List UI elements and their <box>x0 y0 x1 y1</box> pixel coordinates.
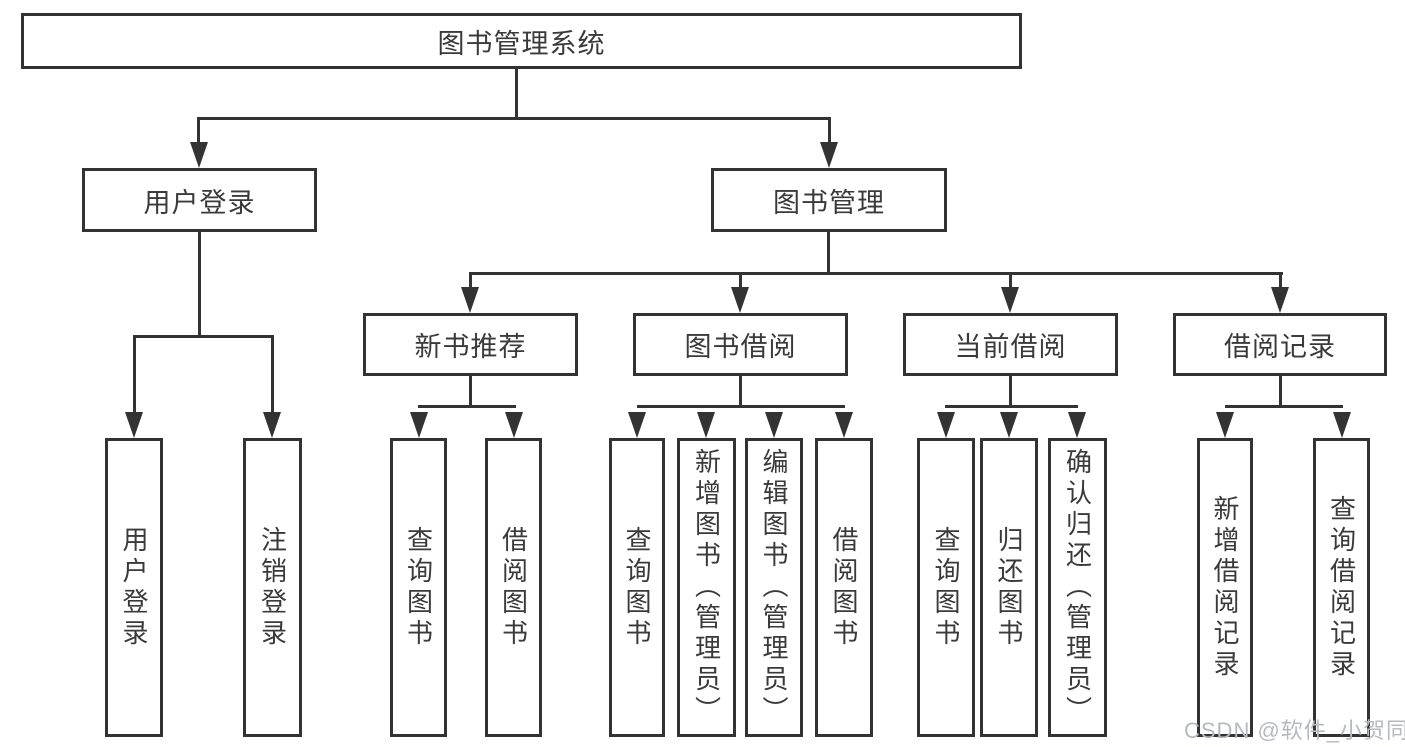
leaf-add-borrow-record-label: 新增借阅记录 <box>1210 494 1240 681</box>
leaf-add-borrow-record: 新增借阅记录 <box>1197 438 1253 737</box>
leaf-add-book-admin: 新增图书（管理员） <box>677 438 736 737</box>
connector-line <box>828 120 831 144</box>
node-user-login: 用户登录 <box>82 168 317 232</box>
arrowhead-down-icon <box>765 412 783 438</box>
node-current-borrowing-label: 当前借阅 <box>954 332 1067 362</box>
leaf-query-books-recommend-label: 查询图书 <box>403 525 434 650</box>
arrowhead-down-icon <box>505 412 523 438</box>
leaf-query-books-borrowing: 查询图书 <box>609 438 665 737</box>
node-book-borrowing: 图书借阅 <box>633 313 848 376</box>
arrowhead-down-icon <box>125 412 143 438</box>
connector-line <box>469 275 472 287</box>
node-borrowing-records-label: 借阅记录 <box>1224 332 1336 362</box>
node-borrowing-records: 借阅记录 <box>1173 313 1387 376</box>
arrowhead-down-icon <box>628 412 646 438</box>
node-book-management: 图书管理 <box>711 168 947 232</box>
arrowhead-down-icon <box>731 287 749 313</box>
leaf-return-books-label: 归还图书 <box>994 525 1024 650</box>
leaf-borrow-books-recommend: 借阅图书 <box>485 438 542 737</box>
connector-line <box>469 376 472 407</box>
connector-line <box>637 405 845 408</box>
connector-line <box>1225 405 1343 408</box>
connector-line <box>739 275 742 287</box>
connector-line <box>198 232 201 337</box>
arrowhead-down-icon <box>1271 287 1289 313</box>
connector-line <box>515 69 518 120</box>
node-new-book-recommendation: 新书推荐 <box>363 313 578 376</box>
arrowhead-down-icon <box>1001 287 1019 313</box>
arrowhead-down-icon <box>820 142 838 168</box>
leaf-query-books-current-label: 查询图书 <box>931 525 961 650</box>
arrowhead-down-icon <box>1333 412 1351 438</box>
leaf-logout: 注销登录 <box>243 438 302 737</box>
leaf-query-books-borrowing-label: 查询图书 <box>622 525 652 650</box>
node-root-label: 图书管理系统 <box>437 28 606 59</box>
arrowhead-down-icon <box>697 412 715 438</box>
connector-line <box>945 405 1078 408</box>
connector-line <box>133 338 136 412</box>
arrowhead-down-icon <box>937 412 955 438</box>
connector-line <box>197 117 831 120</box>
leaf-user-login-label: 用户登录 <box>119 525 149 650</box>
connector-line <box>469 272 1283 275</box>
arrowhead-down-icon <box>1068 412 1086 438</box>
leaf-edit-book-admin: 编辑图书（管理员） <box>745 438 803 737</box>
leaf-confirm-return-admin-label: 确认归还（管理员） <box>1062 448 1093 727</box>
connector-line <box>1009 376 1012 407</box>
connector-line <box>827 232 830 275</box>
leaf-borrow-books-borrowing: 借阅图书 <box>815 438 873 737</box>
arrowhead-down-icon <box>190 142 208 168</box>
connector-line <box>1009 275 1012 287</box>
node-new-book-recommendation-label: 新书推荐 <box>414 332 527 362</box>
leaf-confirm-return-admin: 确认归还（管理员） <box>1048 438 1107 737</box>
leaf-query-borrow-record-label: 查询借阅记录 <box>1326 494 1357 681</box>
leaf-logout-label: 注销登录 <box>257 525 288 650</box>
connector-line <box>1279 275 1282 287</box>
connector-line <box>271 338 274 412</box>
arrowhead-down-icon <box>1000 412 1018 438</box>
leaf-query-books-current: 查询图书 <box>917 438 975 737</box>
connector-line <box>1279 376 1282 407</box>
node-current-borrowing: 当前借阅 <box>903 313 1118 376</box>
node-book-borrowing-label: 图书借阅 <box>684 332 797 362</box>
connector-line <box>197 120 200 144</box>
connector-line <box>133 335 274 338</box>
arrowhead-down-icon <box>263 412 281 438</box>
leaf-query-borrow-record: 查询借阅记录 <box>1313 438 1370 737</box>
arrowhead-down-icon <box>835 412 853 438</box>
leaf-borrow-books-borrowing-label: 借阅图书 <box>829 525 859 650</box>
node-root: 图书管理系统 <box>21 13 1022 69</box>
node-book-management-label: 图书管理 <box>773 187 885 218</box>
leaf-query-books-recommend: 查询图书 <box>390 438 447 737</box>
leaf-add-book-admin-label: 新增图书（管理员） <box>691 448 722 727</box>
arrowhead-down-icon <box>1216 412 1234 438</box>
connector-line <box>418 405 516 408</box>
connector-line <box>739 376 742 407</box>
leaf-user-login: 用户登录 <box>105 438 163 737</box>
arrowhead-down-icon <box>461 287 479 313</box>
node-user-login-label: 用户登录 <box>143 187 256 218</box>
arrowhead-down-icon <box>410 412 428 438</box>
leaf-borrow-books-recommend-label: 借阅图书 <box>498 525 529 650</box>
leaf-return-books: 归还图书 <box>980 438 1038 737</box>
leaf-edit-book-admin-label: 编辑图书（管理员） <box>759 448 789 727</box>
csdn-watermark: CSDN @软件_小贺同学 <box>1184 718 1405 743</box>
